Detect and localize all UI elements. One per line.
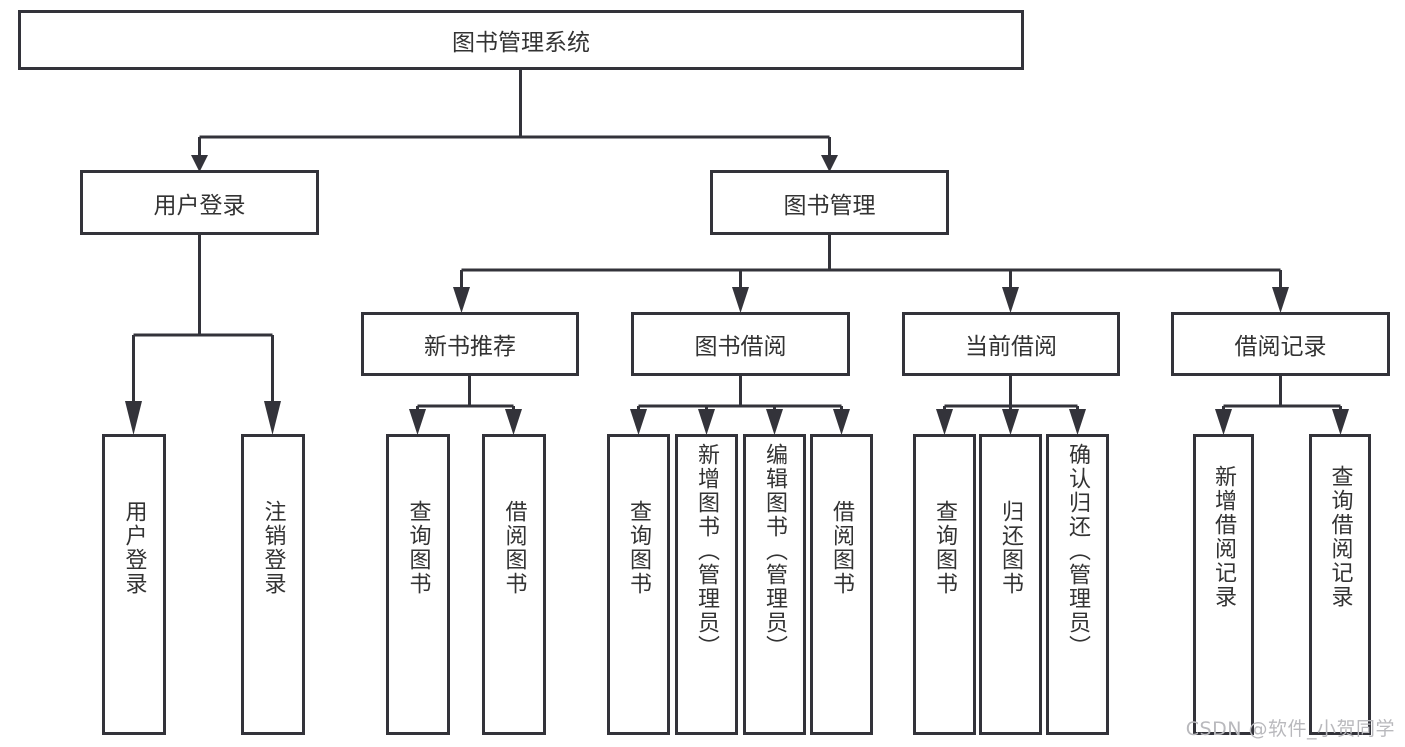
node-leaf-return-book[interactable] [979, 434, 1042, 735]
arrow-head-leaf-query-book-3 [936, 409, 953, 435]
node-leaf-query-book-3[interactable] [913, 434, 976, 735]
node-book-borrow[interactable] [631, 312, 850, 376]
node-leaf-borrow-book-2[interactable] [810, 434, 873, 735]
nodes-group [18, 10, 1390, 735]
arrow-head-leaf-add-book [698, 409, 715, 435]
arrow-head-book-borrow [732, 287, 749, 313]
node-book-management[interactable] [710, 170, 949, 235]
node-leaf-add-book[interactable] [675, 434, 738, 735]
node-leaf-confirm-return[interactable] [1046, 434, 1109, 735]
node-root[interactable] [18, 10, 1024, 70]
node-leaf-query-book-2[interactable] [607, 434, 670, 735]
node-leaf-query-book-1[interactable] [386, 434, 450, 735]
node-new-book-recommend[interactable] [361, 312, 579, 376]
arrow-head-current-borrow [1002, 287, 1019, 313]
arrow-head-leaf-query-record [1332, 409, 1349, 435]
arrow-head-leaf-query-book-1 [409, 409, 426, 435]
arrow-head-user-login [191, 155, 208, 172]
arrow-head-borrow-record [1272, 287, 1289, 313]
csdn-watermark: CSDN @软件_小贺同学 [1185, 718, 1395, 740]
node-leaf-add-record[interactable] [1193, 434, 1254, 735]
arrow-head-leaf-borrow-book-1 [505, 409, 522, 435]
arrow-head-leaf-confirm-return [1069, 409, 1086, 435]
arrow-head-leaf-edit-book [766, 409, 783, 435]
node-leaf-query-record[interactable] [1309, 434, 1371, 735]
node-user-login[interactable] [80, 170, 319, 235]
arrow-head-new-book-recommend [453, 287, 470, 313]
node-leaf-borrow-book-1[interactable] [482, 434, 546, 735]
edges-group [125, 68, 1349, 435]
arrow-head-leaf-user-login [125, 401, 142, 435]
arrow-head-leaf-borrow-book-2 [833, 409, 850, 435]
arrow-head-leaf-query-book-2 [630, 409, 647, 435]
node-leaf-user-login[interactable] [102, 434, 166, 735]
arrow-head-book-management [821, 155, 838, 172]
arrow-head-leaf-logout-login [264, 401, 281, 435]
arrow-head-leaf-add-record [1215, 409, 1232, 435]
node-borrow-record[interactable] [1171, 312, 1390, 376]
node-leaf-logout-login[interactable] [241, 434, 305, 735]
node-leaf-edit-book[interactable] [743, 434, 806, 735]
arrow-head-leaf-return-book [1002, 409, 1019, 435]
node-current-borrow[interactable] [902, 312, 1120, 376]
